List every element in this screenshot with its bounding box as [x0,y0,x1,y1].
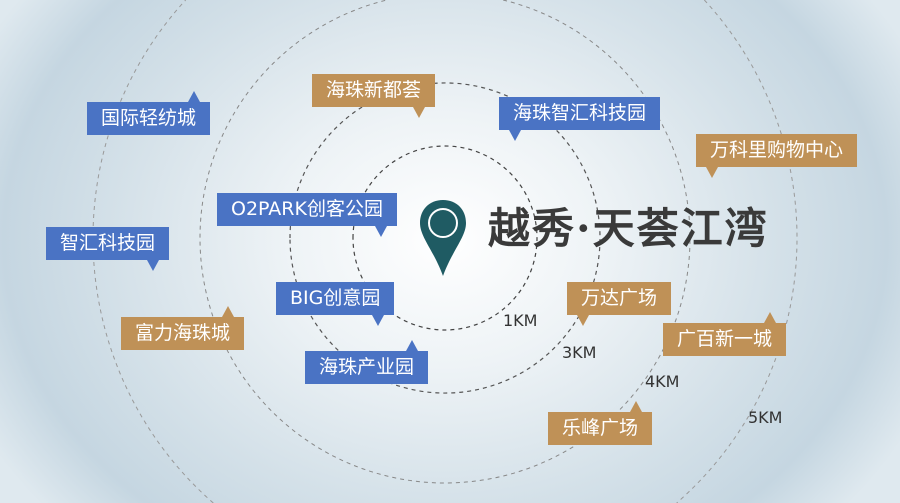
place-big[interactable]: BIG创意园 [276,282,395,326]
place-o2park[interactable]: O2PARK创客公园 [217,193,397,237]
location-pin-icon [418,198,468,282]
place-guangbai[interactable]: 广百新一城 [663,312,787,356]
ring-4km [199,0,691,484]
place-wanke[interactable]: 万科里购物中心 [696,134,858,178]
place-zhihui[interactable]: 智汇科技园 [46,227,170,271]
place-chanye[interactable]: 海珠产业园 [305,340,429,384]
project-logo: 越秀·天荟江湾 [488,204,769,253]
place-guoji[interactable]: 国际轻纺城 [87,91,211,135]
place-wanda[interactable]: 万达广场 [567,282,672,326]
label-4km: 4KM [645,372,680,391]
label-3km: 3KM [562,343,597,362]
ring-1km [352,145,538,331]
place-lefeng[interactable]: 乐峰广场 [548,401,653,445]
label-5km: 5KM [748,408,783,427]
place-haizhu-xin[interactable]: 海珠新都荟 [312,74,436,118]
place-zhihui-park[interactable]: 海珠智汇科技园 [499,97,661,141]
label-1km: 1KM [503,311,538,330]
place-fuli[interactable]: 富力海珠城 [121,306,245,350]
